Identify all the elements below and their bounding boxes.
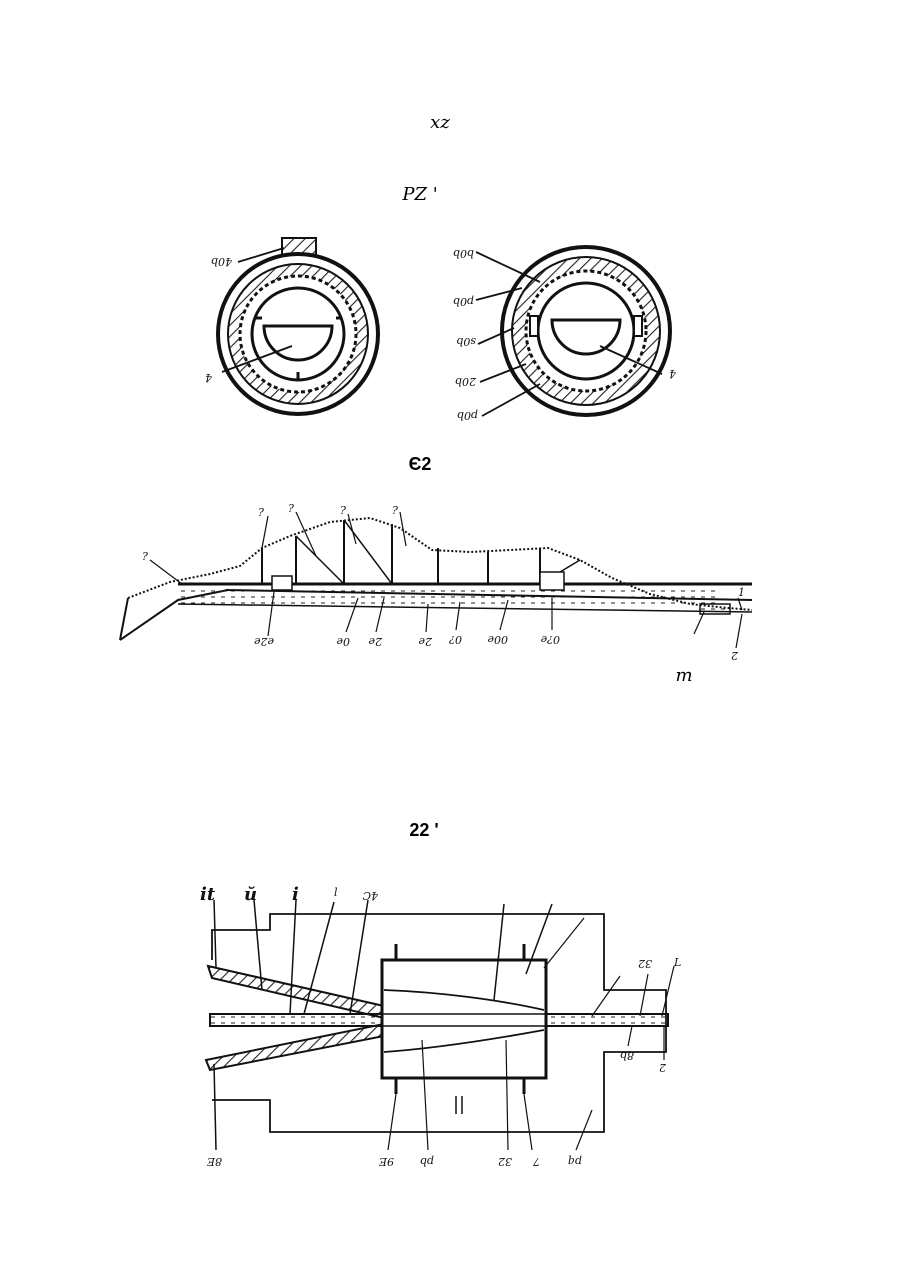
plan-label-7: 7 [533,1155,540,1168]
profile-label-top-1: ? [258,506,264,519]
profile-label-bottom-6: 00e [487,633,508,646]
label-s0b: s0b [456,335,476,348]
plan-label-4c: 4C [362,889,379,902]
cross-section-right: b0b p0b s0b 20b p0b 4 [453,247,677,422]
plan-label-pb: pb [420,1155,434,1168]
plan-label-it: it [200,884,216,905]
profile-label-bottom-1: e2e [253,635,274,648]
profile-label-right-1: 1 [738,586,745,599]
label-p0b-2: p0b [457,409,478,422]
profile-figure: ? ? ? ? ? e2e 0e 2e 2e 0? 00e 0?e 1 2 [120,502,752,662]
label-p0b: p0b [453,295,474,308]
plan-label-u: ŭ [244,884,257,905]
profile-label-bottom-4: 2e [418,635,433,648]
profile-label-left: ? [142,550,148,563]
label-4-right: 4 [669,367,677,380]
label-4: 4 [205,371,213,384]
profile-label-bottom-2: 0e [336,635,350,648]
plan-label-L: L [673,956,681,969]
central-block [382,960,546,1078]
plan-label-8b: 8b [620,1049,634,1062]
plan-figure: it ŭ i l 4C 32 L 8E 9E pb 32 7 8b pq 2 [200,884,681,1168]
label-20b: 20b [455,375,477,388]
profile-label-bottom-7: 0?e [540,633,560,646]
plan-label-l: l [334,886,338,899]
plan-label-8e: 8E [207,1155,222,1168]
profile-label-right-2: 2 [731,649,739,662]
profile-label-top-4: ? [392,504,398,517]
plan-label-i: i [292,884,299,905]
profile-label-top-3: ? [340,504,346,517]
profile-label-top-2: ? [288,502,294,515]
label-40b: 40b [211,255,233,268]
label-b0b: b0b [453,247,474,260]
plan-label-32b: 32 [498,1155,512,1168]
profile-label-bottom-3: 2e [368,635,383,648]
plan-label-9e: 9E [379,1155,394,1168]
plan-label-pq: pq [568,1155,582,1168]
plan-label-32: 32 [638,957,652,970]
cross-section-left: 40b 4 [205,238,378,414]
profile-label-bottom-5: 0? [449,633,462,646]
plan-label-2: 2 [659,1061,667,1074]
